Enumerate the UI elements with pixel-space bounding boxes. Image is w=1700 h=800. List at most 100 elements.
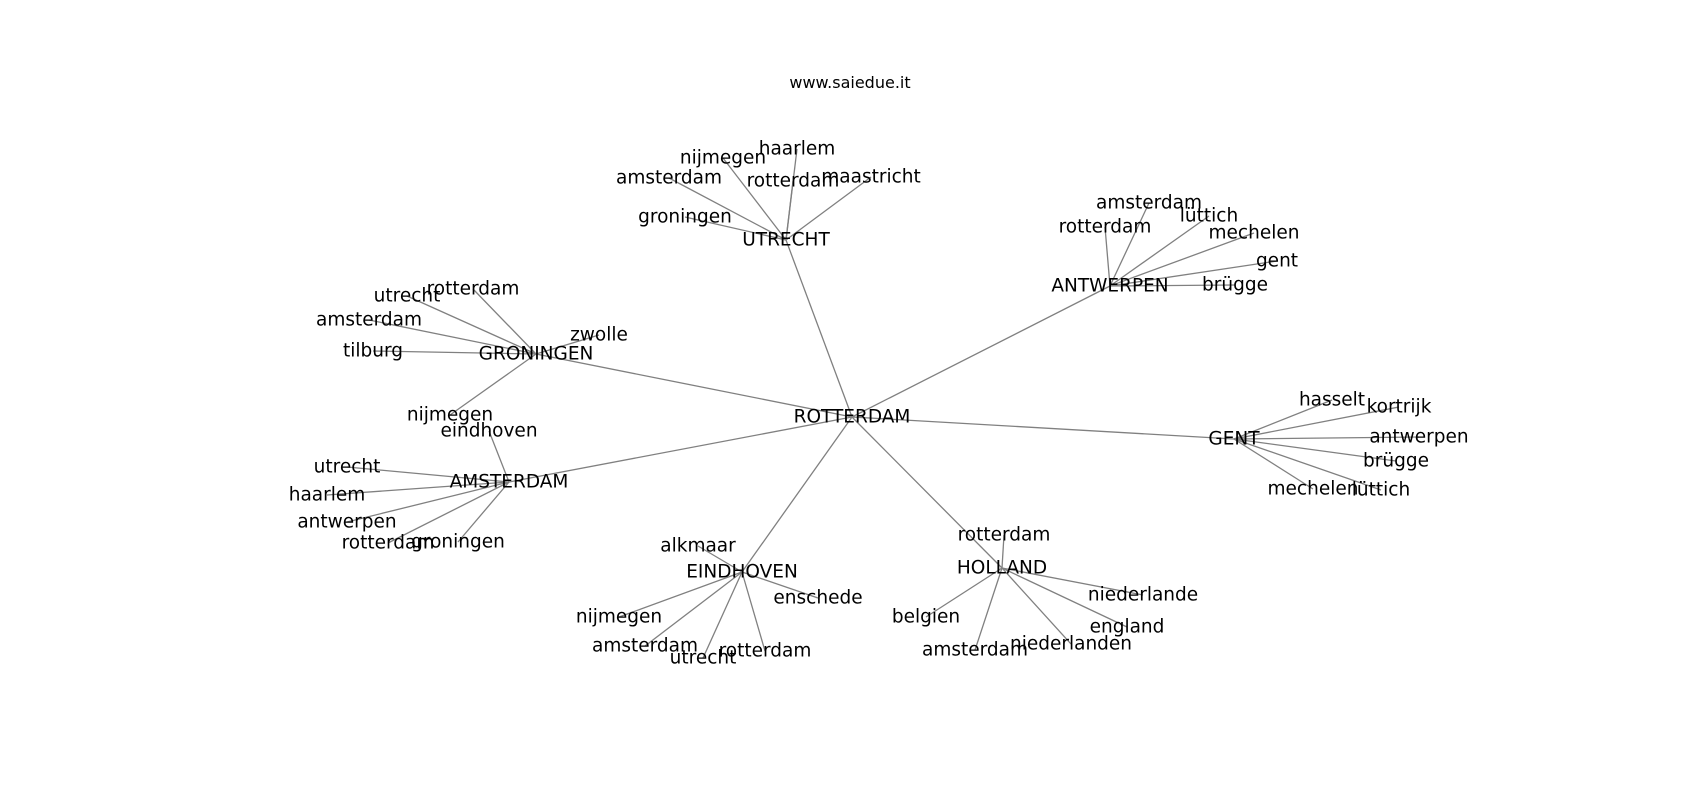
edge-antwerpen_hub-a_brugge: [1109, 284, 1236, 287]
edge-eindhoven_hub-e_enschede: [741, 571, 819, 599]
node-label-ge-brugge: brügge: [1363, 451, 1429, 472]
edge-holland_hub-h_niederlande: [1001, 567, 1144, 596]
node-label-h-england: england: [1090, 617, 1165, 638]
edge-eindhoven_hub-e_nijmegen: [618, 571, 743, 618]
edge-eindhoven_hub-e_rotterdam: [741, 571, 766, 652]
node-label-u-amsterdam: amsterdam: [616, 168, 722, 189]
node-label-h-rotterdam: rotterdam: [958, 525, 1051, 546]
node-label-amsterdam-hub: AMSTERDAM: [450, 472, 569, 493]
node-label-e-amsterdam: amsterdam: [592, 636, 698, 657]
edge-utrecht_hub-u_amsterdam: [668, 177, 787, 241]
node-label-u-haarlem: haarlem: [759, 139, 836, 160]
node-label-u-nijmegen: nijmegen: [680, 148, 766, 169]
node-label-antwerpen-hub: ANTWERPEN: [1051, 276, 1168, 297]
node-label-g-amsterdam: amsterdam: [316, 310, 422, 331]
node-label-gent-hub: GENT: [1208, 429, 1260, 450]
node-label-h-belgien: belgien: [892, 607, 960, 628]
node-label-a-gent: gent: [1256, 251, 1298, 272]
edge-gent_hub-ge_brugge: [1233, 438, 1397, 462]
node-label-a-amsterdam: amsterdam: [1096, 193, 1202, 214]
node-label-u-groningen: groningen: [638, 207, 732, 228]
node-label-ge-antwerpen: antwerpen: [1369, 427, 1468, 448]
node-label-e-nijmegen: nijmegen: [576, 607, 662, 628]
node-label-ge-luttich: lüttich: [1352, 480, 1410, 501]
node-label-a-luttich: lüttich: [1180, 206, 1238, 227]
node-label-g-tilburg: tilburg: [343, 341, 403, 362]
edge-antwerpen_hub-a_rotterdam: [1104, 226, 1111, 287]
node-label-g-zwolle: zwolle: [570, 325, 628, 346]
graph-title: www.saiedue.it: [789, 73, 910, 92]
node-label-u-maastricht: maastricht: [821, 167, 920, 188]
edge-amsterdam_hub-am_groningen: [457, 481, 510, 543]
node-label-am-utrecht: utrecht: [314, 457, 381, 478]
node-label-a-brugge: brügge: [1202, 275, 1268, 296]
edge-utrecht_hub-u_groningen: [684, 216, 787, 241]
edge-amsterdam_hub-am_haarlem: [326, 481, 510, 496]
edge-utrecht_hub-u_maastricht: [785, 176, 872, 241]
label-layer: ROTTERDAM UTRECHT ANTWERPEN GRONINGEN GENT AM…: [289, 139, 1469, 669]
node-label-am-haarlem: haarlem: [289, 485, 366, 506]
node-label-ge-hasselt: hasselt: [1299, 390, 1365, 411]
node-label-h-niederlande: niederlande: [1088, 585, 1198, 606]
edge-rotterdam_hub-holland_hub: [851, 416, 1003, 569]
node-label-ge-kortrijk: kortrijk: [1367, 397, 1432, 418]
node-label-u-rotterdam: rotterdam: [747, 171, 840, 192]
node-label-e-enschede: enschede: [773, 588, 862, 609]
edge-gent_hub-ge_hasselt: [1233, 399, 1333, 440]
node-label-g-nijmegen: nijmegen: [407, 405, 493, 426]
node-label-am-rotterdam: rotterdam: [342, 533, 435, 554]
edge-antwerpen_hub-a_mechelen: [1109, 232, 1255, 287]
edge-rotterdam_hub-utrecht_hub: [785, 239, 853, 418]
node-label-h-niederlanden: niederlanden: [1010, 634, 1132, 655]
node-label-g-utrecht: utrecht: [374, 286, 441, 307]
edge-groningen_hub-g_rotterdam: [472, 288, 537, 355]
edge-holland_hub-h_belgien: [925, 567, 1003, 618]
edge-antwerpen_hub-a_amsterdam: [1109, 202, 1150, 287]
edge-groningen_hub-g_zwolle: [535, 334, 600, 355]
edge-eindhoven_hub-e_utrecht: [702, 571, 743, 659]
node-label-e-alkmaar: alkmaar: [660, 536, 736, 557]
node-label-h-amsterdam: amsterdam: [922, 640, 1028, 661]
edge-utrecht_hub-u_nijmegen: [722, 157, 787, 241]
node-label-holland-hub: HOLLAND: [957, 558, 1047, 579]
edge-gent_hub-ge_antwerpen: [1233, 436, 1420, 440]
node-label-groningen-hub: GRONINGEN: [479, 344, 594, 365]
edge-rotterdam_hub-amsterdam_hub: [508, 416, 853, 483]
node-label-utrecht-hub: UTRECHT: [742, 230, 830, 251]
edge-holland_hub-h_amsterdam: [974, 567, 1003, 651]
edge-rotterdam_hub-gent_hub: [851, 416, 1235, 440]
edge-amsterdam_hub-am_rotterdam: [387, 481, 510, 544]
node-label-am-groningen: groningen: [411, 532, 505, 553]
edge-rotterdam_hub-antwerpen_hub: [851, 285, 1111, 418]
edge-groningen_hub-g_amsterdam: [368, 319, 537, 355]
edge-rotterdam_hub-eindhoven_hub: [741, 416, 853, 573]
edge-utrecht_hub-u_rotterdam: [785, 180, 794, 241]
node-label-ge-mechelen: mechelen: [1268, 479, 1359, 500]
node-label-eindhoven-hub: EINDHOVEN: [686, 562, 798, 583]
edge-holland_hub-h_rotterdam: [1001, 534, 1005, 569]
edge-holland_hub-h_england: [1001, 567, 1128, 628]
edge-holland_hub-h_niederlanden: [1001, 567, 1072, 645]
node-label-a-mechelen: mechelen: [1209, 223, 1300, 244]
node-label-am-eindhoven: eindhoven: [440, 421, 537, 442]
edge-layer: [326, 148, 1420, 659]
edge-groningen_hub-g_nijmegen: [449, 353, 537, 416]
node-label-am-antwerpen: antwerpen: [297, 512, 396, 533]
node-label-rotterdam-hub: ROTTERDAM: [794, 407, 911, 428]
edge-amsterdam_hub-am_eindhoven: [488, 430, 510, 483]
edge-gent_hub-ge_luttich: [1233, 438, 1382, 491]
edge-antwerpen_hub-a_gent: [1109, 260, 1278, 287]
edge-amsterdam_hub-am_utrecht: [346, 466, 510, 483]
edge-eindhoven_hub-e_amsterdam: [644, 571, 743, 647]
edge-gent_hub-ge_mechelen: [1233, 438, 1314, 490]
edge-groningen_hub-g_tilburg: [372, 350, 537, 355]
edge-eindhoven_hub-e_alkmaar: [697, 545, 743, 573]
edge-rotterdam_hub-groningen_hub: [535, 353, 853, 418]
edge-antwerpen_hub-a_luttich: [1109, 215, 1210, 287]
node-label-e-utrecht: utrecht: [670, 648, 737, 669]
edge-amsterdam_hub-am_antwerpen: [346, 481, 510, 523]
edge-gent_hub-ge_kortrijk: [1233, 406, 1400, 440]
node-label-g-rotterdam: rotterdam: [427, 279, 520, 300]
node-label-a-rotterdam: rotterdam: [1059, 217, 1152, 238]
